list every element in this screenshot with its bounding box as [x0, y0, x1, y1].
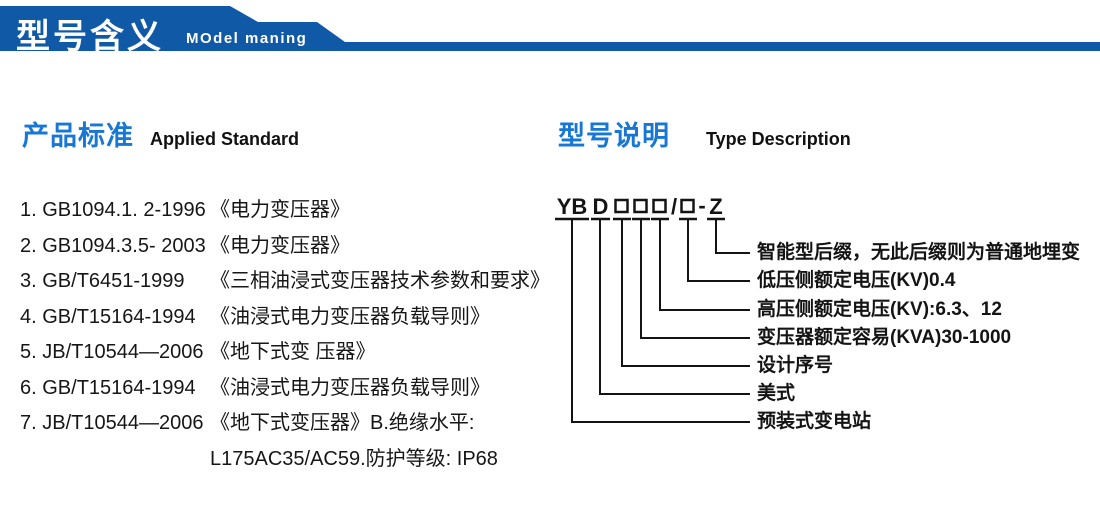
label-smart-suffix: 智能型后缀，无此后缀则为普通地埋变	[757, 242, 1081, 263]
label-rated-capacity: 变压器额定容易(KVA)30-1000	[757, 327, 1012, 348]
model-code-boxes	[614, 198, 695, 214]
standard-item-continuation: L175AC35/AC59.防护等级: IP68	[20, 442, 560, 478]
standard-item: 5. JB/T10544—2006 《地下式变 压器》	[20, 335, 560, 371]
model-heading-en: Type Description	[706, 129, 851, 149]
standard-item: 6. GB/T15164-1994 《油浸式电力变压器负载导则》	[20, 371, 560, 407]
standard-item: 7. JB/T10544—2006 《地下式变压器》B.绝缘水平:	[20, 406, 560, 442]
model-heading-cn: 型号说明	[558, 121, 670, 151]
leader-suffix	[715, 220, 750, 254]
label-hv-voltage: 高压侧额定电压(KV):6.3、12	[757, 299, 1002, 320]
page-title-en: MOdel maning	[186, 30, 308, 47]
standard-title: 《油浸式电力变压器负载导则》	[210, 376, 490, 399]
label-design-serial: 设计序号	[757, 355, 834, 376]
standard-code: 7. JB/T10544—2006	[20, 412, 204, 434]
leader-style	[599, 220, 750, 395]
standard-code: 1. GB1094.1. 2-1996	[20, 199, 206, 221]
model-code-slash: /	[671, 194, 677, 219]
standard-title: 《电力变压器》	[210, 199, 350, 221]
standards-heading-cn: 产品标准	[22, 121, 134, 151]
label-lv-voltage: 低压侧额定电压(KV)0.4	[757, 270, 956, 291]
standard-code: 4. GB/T15164-1994	[20, 305, 196, 328]
standard-continuation: L175AC35/AC59.防护等级: IP68	[210, 447, 498, 470]
leader-prefix	[571, 220, 750, 423]
page-title: 型号含义	[16, 18, 164, 56]
standards-heading-en: Applied Standard	[150, 129, 300, 149]
standard-code: 3. GB/T6451-1999	[20, 270, 185, 292]
standard-item: 4. GB/T15164-1994 《油浸式电力变压器负载导则》	[20, 300, 560, 336]
standard-item: 3. GB/T6451-1999 《三相油浸式变压器技术参数和要求》	[20, 264, 560, 300]
standard-title: 《电力变压器》	[210, 234, 350, 257]
standard-title: 《地下式变 压器》	[210, 341, 376, 363]
standards-list: 1. GB1094.1. 2-1996 《电力变压器》 2. GB1094.3.…	[20, 193, 560, 477]
code-box-1	[614, 198, 629, 214]
standard-code: 2. GB1094.3.5- 2003	[20, 234, 206, 257]
standard-title: 《地下式变压器》B.绝缘水平:	[210, 412, 475, 434]
standard-code: 5. JB/T10544—2006	[20, 341, 204, 363]
model-code-style: D	[593, 194, 609, 219]
standard-code: 6. GB/T15164-1994	[20, 376, 196, 399]
model-code-prefix: YB	[557, 194, 588, 219]
leader-lv	[687, 220, 750, 282]
leader-hv	[659, 220, 750, 311]
label-prefab-substation: 预装式变电站	[757, 411, 872, 432]
label-american-style: 美式	[757, 383, 796, 404]
standards-heading: 产品标准 Applied Standard	[22, 114, 299, 153]
standard-title: 《三相油浸式变压器技术参数和要求》	[210, 270, 550, 292]
header-banner-shape	[0, 6, 1100, 51]
leader-lines	[571, 220, 750, 423]
model-code-dash: -	[698, 193, 705, 218]
standard-item: 1. GB1094.1. 2-1996 《电力变压器》	[20, 193, 560, 229]
model-code-suffix: Z	[709, 194, 722, 219]
model-heading: 型号说明 Type Description	[558, 114, 851, 153]
leader-kva	[640, 220, 750, 339]
standard-title: 《油浸式电力变压器负载导则》	[210, 305, 490, 328]
standard-item: 2. GB1094.3.5- 2003 《电力变压器》	[20, 229, 560, 265]
code-box-4	[680, 198, 695, 214]
leader-design	[621, 220, 750, 367]
code-box-3	[652, 198, 667, 214]
code-box-2	[633, 198, 648, 214]
